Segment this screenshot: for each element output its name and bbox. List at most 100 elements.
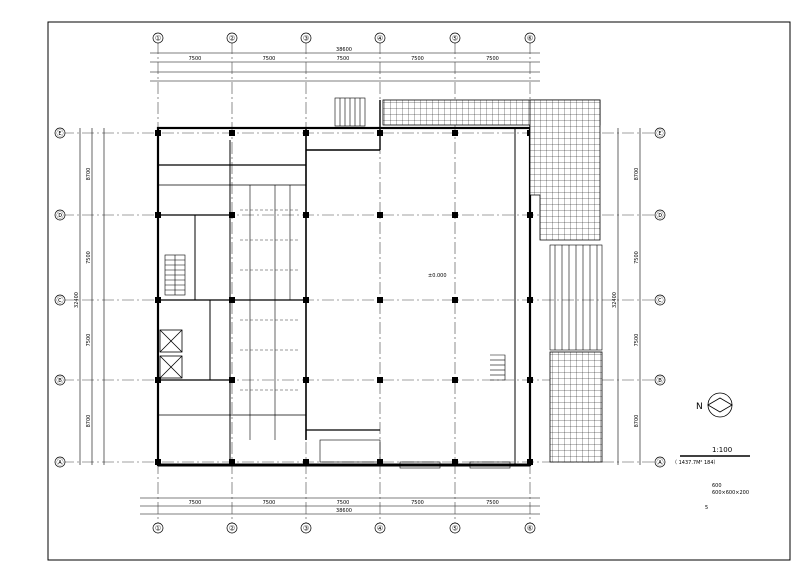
scale-label: 1:100 bbox=[712, 446, 732, 454]
grid-bubble bbox=[300, 32, 312, 44]
scale-legend: 1:100 （ 1437.7M² 184） 600 600×600×200 5 bbox=[672, 446, 750, 511]
column bbox=[452, 212, 458, 218]
grid-bubble bbox=[54, 374, 66, 386]
column bbox=[452, 377, 458, 383]
column bbox=[229, 130, 235, 136]
left-dimension-chains bbox=[79, 128, 105, 465]
grid-column-label: ① bbox=[155, 35, 161, 43]
elevator-shafts bbox=[159, 329, 183, 379]
grid-column-label: ⑤ bbox=[452, 525, 458, 533]
column bbox=[155, 297, 161, 303]
grid-bubble bbox=[524, 522, 536, 534]
grid-bubble bbox=[374, 522, 386, 534]
bottom-bay-dimension: 7500 bbox=[337, 500, 350, 506]
column bbox=[377, 212, 383, 218]
column bbox=[303, 459, 309, 465]
grid-column-label: ② bbox=[229, 525, 235, 533]
grid-row-label: Ⓐ bbox=[657, 459, 664, 467]
column bbox=[303, 212, 309, 218]
left-bay-dimension: 8700 bbox=[86, 168, 92, 181]
grid-bubble bbox=[449, 32, 461, 44]
left-bay-dimension: 7500 bbox=[86, 251, 92, 264]
grid-column-label: ① bbox=[155, 525, 161, 533]
column bbox=[377, 297, 383, 303]
top-bay-dimension: 7500 bbox=[411, 56, 424, 62]
column bbox=[527, 377, 533, 383]
grid-row-label: Ⓔ bbox=[57, 130, 64, 138]
grid-bubble bbox=[226, 522, 238, 534]
grid-bubble bbox=[226, 32, 238, 44]
right-bay-dimension: 7500 bbox=[634, 251, 640, 264]
structural-columns bbox=[155, 130, 533, 465]
bottom-bay-dimension: 7500 bbox=[486, 500, 499, 506]
bottom-bay-dimension: 7500 bbox=[263, 500, 276, 506]
column bbox=[527, 297, 533, 303]
sheet-border bbox=[47, 21, 791, 561]
tiled-terraces bbox=[382, 99, 603, 463]
grid-bubble bbox=[374, 32, 386, 44]
grid-bubble bbox=[524, 32, 536, 44]
column bbox=[229, 297, 235, 303]
column bbox=[452, 297, 458, 303]
top-bay-dimension: 7500 bbox=[263, 56, 276, 62]
column bbox=[452, 459, 458, 465]
west-stair bbox=[164, 254, 186, 296]
grid-row-label: Ⓑ bbox=[57, 377, 64, 385]
grid-column-label: ⑤ bbox=[452, 35, 458, 43]
right-total-dimension: 32400 bbox=[612, 292, 618, 308]
column bbox=[303, 377, 309, 383]
building-walls bbox=[156, 100, 532, 467]
legend-size-2: 600×600×200 bbox=[712, 490, 749, 496]
column bbox=[452, 130, 458, 136]
top-bay-dimension: 7500 bbox=[486, 56, 499, 62]
grid-bubble bbox=[54, 209, 66, 221]
east-entrance-steps bbox=[549, 244, 603, 351]
grid-bubble bbox=[300, 522, 312, 534]
column bbox=[303, 130, 309, 136]
grid-bubble bbox=[54, 456, 66, 468]
grid-column-label: ③ bbox=[303, 35, 309, 43]
top-bay-dimension: 7500 bbox=[337, 56, 350, 62]
column bbox=[377, 130, 383, 136]
grid-column-label: ⑥ bbox=[527, 525, 533, 533]
bottom-bay-dimension: 7500 bbox=[411, 500, 424, 506]
grid-bubble bbox=[152, 522, 164, 534]
column bbox=[377, 377, 383, 383]
grid-bubble bbox=[654, 294, 666, 306]
north-arrow: N bbox=[696, 392, 733, 418]
column bbox=[155, 377, 161, 383]
north-stair bbox=[334, 97, 366, 127]
grid-bubble bbox=[654, 209, 666, 221]
grid-bubble bbox=[654, 374, 666, 386]
hall-stair-mark bbox=[490, 354, 506, 381]
grid-row-label: Ⓒ bbox=[57, 297, 64, 305]
column bbox=[155, 130, 161, 136]
north-letter: N bbox=[696, 402, 703, 412]
grid-row-label: Ⓔ bbox=[657, 130, 664, 138]
grid-row-label: Ⓒ bbox=[657, 297, 664, 305]
left-bay-dimension: 8700 bbox=[86, 415, 92, 428]
grid-column-label: ③ bbox=[303, 525, 309, 533]
grid-column-label: ④ bbox=[377, 525, 383, 533]
right-bay-dimension: 8700 bbox=[634, 415, 640, 428]
bottom-bay-dimension: 7500 bbox=[189, 500, 202, 506]
left-bay-dimension: 7500 bbox=[86, 334, 92, 347]
bottom-dimension-chains bbox=[140, 497, 540, 515]
hall-elevation-label: ±0.000 bbox=[428, 273, 447, 279]
column bbox=[155, 459, 161, 465]
column bbox=[229, 377, 235, 383]
grid-row-label: Ⓑ bbox=[657, 377, 664, 385]
column bbox=[229, 212, 235, 218]
south-windows bbox=[319, 439, 511, 469]
top-bay-dimension: 7500 bbox=[189, 56, 202, 62]
grid-bubble bbox=[654, 456, 666, 468]
equipment-lines bbox=[240, 209, 300, 391]
column bbox=[527, 212, 533, 218]
grid-row-label: Ⓓ bbox=[657, 212, 664, 220]
grid-column-label: ② bbox=[229, 35, 235, 43]
top-dimension-chains bbox=[150, 52, 540, 82]
grid-bubble bbox=[449, 522, 461, 534]
